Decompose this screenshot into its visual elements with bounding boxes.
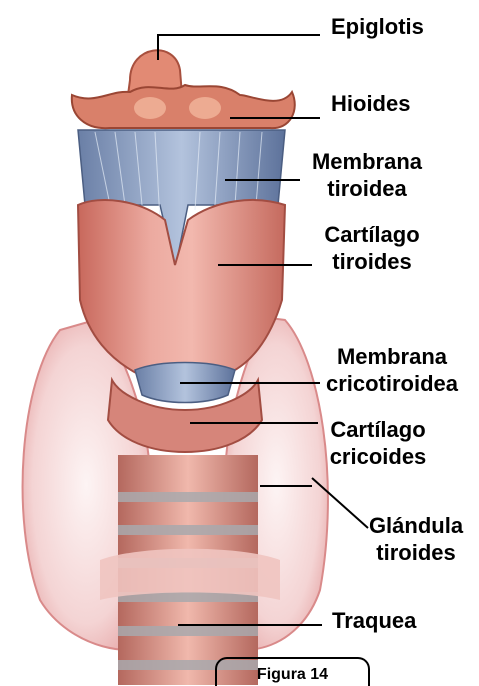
label-cartilago-tiroides-line1: Cartílago — [312, 221, 432, 248]
label-membrana-crico-line1: Membrana — [318, 343, 466, 370]
label-membrana-crico-line2: cricotiroidea — [318, 370, 466, 397]
label-membrana-cricotiroidea: Membrana cricotiroidea — [318, 343, 466, 397]
label-glandula-tiroides: Glándula tiroides — [356, 512, 476, 566]
label-cartilago-tiroides: Cartílago tiroides — [312, 221, 432, 275]
label-cartilago-cricoides: Cartílago cricoides — [318, 416, 438, 470]
label-membrana-tiroidea: Membrana tiroidea — [300, 148, 434, 202]
figure-caption: Figura 14 — [215, 666, 370, 684]
label-epiglotis: Epiglotis — [331, 13, 424, 40]
label-traquea-text: Traquea — [332, 607, 416, 634]
label-cartilago-cricoides-line1: Cartílago — [318, 416, 438, 443]
label-cartilago-tiroides-line2: tiroides — [312, 248, 432, 275]
label-epiglotis-text: Epiglotis — [331, 13, 424, 40]
label-hioides-text: Hioides — [331, 90, 410, 117]
label-membrana-tiroidea-line2: tiroidea — [300, 175, 434, 202]
label-glandula-line2: tiroides — [356, 539, 476, 566]
label-glandula-line1: Glándula — [356, 512, 476, 539]
hyoid-bone — [72, 85, 295, 128]
label-cartilago-cricoides-line2: cricoides — [318, 443, 438, 470]
leader-epiglotis — [158, 35, 320, 60]
label-hioides: Hioides — [331, 90, 410, 117]
label-traquea: Traquea — [332, 607, 416, 634]
label-membrana-tiroidea-line1: Membrana — [300, 148, 434, 175]
thyroid-isthmus — [100, 549, 280, 600]
